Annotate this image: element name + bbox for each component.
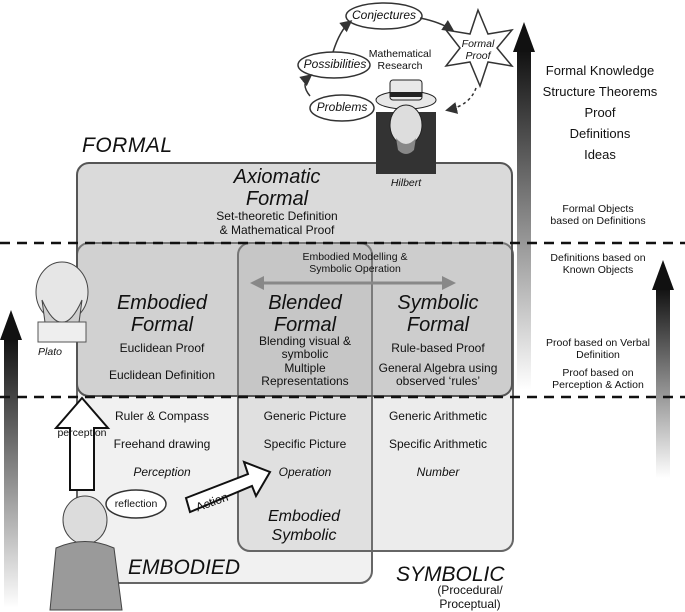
- axiomatic-line2: & Mathematical Proof: [219, 223, 335, 237]
- blended-formal-title: Blended Formal: [268, 292, 342, 336]
- symbolic-formal-line1: Rule-based Proof: [391, 341, 485, 355]
- action-arrow: [184, 460, 272, 514]
- axiomatic-formal-title: Axiomatic Formal: [233, 166, 321, 210]
- perception-arrow: [53, 396, 111, 491]
- embodied-symbolic-title: Embodied Symbolic: [267, 508, 341, 544]
- research-cycle: [297, 2, 514, 122]
- embodied-heading: EMBODIED: [128, 556, 241, 579]
- problems-label: Problems: [316, 100, 368, 114]
- symbolic-formal-line2: General Algebra using observed ‘rules’: [378, 361, 498, 388]
- embodied-formal-line1: Euclidean Proof: [119, 341, 205, 355]
- right-gradient-arrow-top: [513, 22, 535, 390]
- right-top-4: Definitions: [569, 126, 631, 141]
- embodied-formal-line2: Euclidean Definition: [108, 368, 216, 382]
- right-note-3: Proof based on Verbal Definition: [546, 337, 650, 361]
- possibilities-label: Possibilities: [303, 57, 367, 71]
- right-gradient-arrow-bottom: [652, 260, 674, 478]
- conjectures-label: Conjectures: [352, 8, 417, 22]
- symbolic-subheading: (Procedural/ Proceptual): [437, 583, 503, 611]
- baby-picture: [49, 495, 123, 611]
- right-note-2: Definitions based on Known Objects: [550, 252, 646, 276]
- axiomatic-line1: Set-theoretic Definition: [216, 209, 338, 223]
- embodied-col-item-3: Perception: [133, 465, 191, 479]
- right-top-2: Structure Theorems: [542, 84, 658, 99]
- conjectures-cloud: [345, 2, 423, 30]
- perception-arrow-label: perception: [57, 427, 107, 439]
- modelling-label: Embodied Modelling & Symbolic Operation: [302, 251, 408, 275]
- problems-cloud: [309, 94, 375, 122]
- plato-bust: [35, 261, 89, 343]
- blended-formal-line2: Multiple Representations: [261, 361, 349, 388]
- modelling-double-arrow: [250, 276, 456, 290]
- blended-col-item-3: Operation: [278, 465, 332, 479]
- symbolic-formal-title: Symbolic Formal: [397, 292, 479, 336]
- right-top-3: Proof: [584, 105, 616, 120]
- formal-proof-label: Formal Proof: [461, 38, 495, 62]
- symbolic-col-item-3: Number: [416, 465, 460, 479]
- blended-formal-line1: Blending visual & symbolic: [258, 334, 352, 361]
- reflection-label: reflection: [114, 498, 158, 510]
- hilbert-label: Hilbert: [390, 177, 422, 189]
- right-top-1: Formal Knowledge: [545, 63, 655, 78]
- symbolic-col-item-1: Generic Arithmetic: [388, 409, 488, 423]
- possibilities-cloud: [297, 51, 371, 79]
- right-top-5: Ideas: [584, 147, 616, 162]
- embodied-formal-title: Embodied Formal: [116, 292, 208, 336]
- symbolic-col-item-2: Specific Arithmetic: [388, 437, 488, 451]
- blended-col-item-1: Generic Picture: [263, 409, 347, 423]
- right-note-4: Proof based on Perception & Action: [552, 367, 644, 391]
- blended-col-item-2: Specific Picture: [263, 437, 347, 451]
- embodied-col-item-2: Freehand drawing: [113, 437, 211, 451]
- formal-heading: FORMAL: [82, 134, 173, 157]
- hilbert-portrait: [375, 79, 437, 174]
- left-gradient-arrow: [0, 310, 22, 608]
- plato-label: Plato: [38, 346, 62, 358]
- right-note-1: Formal Objects based on Definitions: [550, 203, 646, 227]
- reflection-cloud: [105, 489, 167, 519]
- math-research-label: Mathematical Research: [368, 48, 432, 72]
- symbolic-heading: SYMBOLIC: [396, 563, 505, 586]
- embodied-col-item-1: Ruler & Compass: [114, 409, 210, 423]
